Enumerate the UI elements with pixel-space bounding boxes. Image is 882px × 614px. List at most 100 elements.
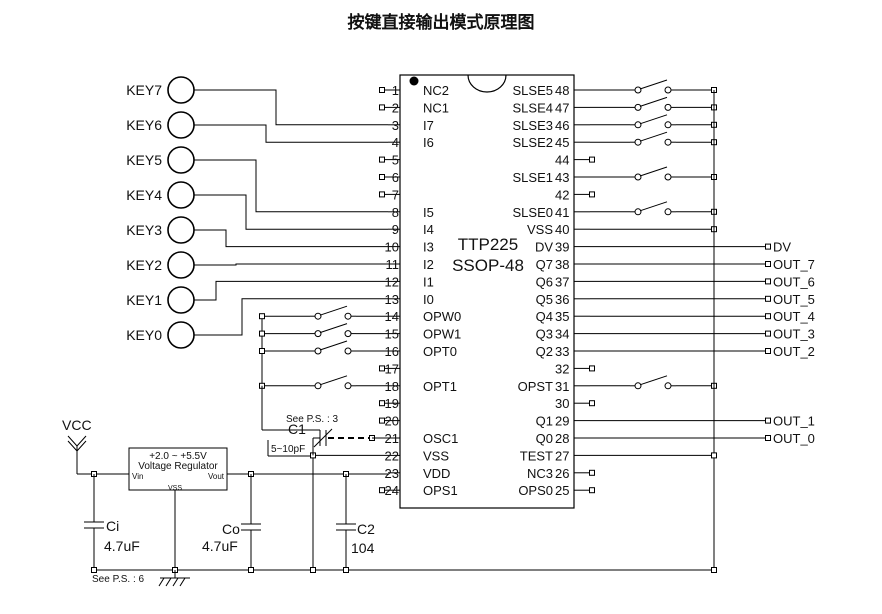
pin-number-right: 43 — [555, 170, 569, 185]
pin-name-right: Q0 — [536, 431, 553, 446]
switch-lever — [319, 305, 348, 316]
trim-arrow — [313, 428, 333, 448]
pin-number-right: 27 — [555, 448, 569, 463]
switch-lever — [639, 79, 668, 90]
output-label-3: OUT_5 — [773, 292, 815, 307]
output-label-7: OUT_1 — [773, 414, 815, 429]
nc-node — [379, 156, 385, 163]
pin-number-left: 13 — [385, 292, 399, 307]
key-label-6: KEY1 — [126, 292, 162, 308]
output-node — [765, 278, 771, 285]
output-label-5: OUT_3 — [773, 327, 815, 342]
switch-contact — [314, 382, 322, 390]
pin-name-right: Q3 — [536, 327, 553, 342]
pin-name-left: I5 — [423, 205, 434, 220]
pin-name-left: I6 — [423, 135, 434, 150]
gnd-hatch — [158, 577, 165, 587]
c1-note: See P.S. : 3 — [286, 414, 339, 425]
pin-number-left: 11 — [386, 257, 400, 272]
vcc-arrow-icon — [67, 435, 87, 474]
switch-contact — [634, 121, 642, 129]
switch-contact — [314, 330, 322, 338]
switch-contact — [634, 173, 642, 181]
pin-name-right: Q1 — [536, 414, 553, 429]
nc-node — [379, 400, 385, 407]
pin-name-left: OPW0 — [423, 309, 461, 324]
switch-contact — [314, 312, 322, 320]
switch-contact — [314, 347, 322, 355]
ground-icon — [158, 570, 190, 587]
output-label-1: OUT_7 — [773, 257, 815, 272]
wiring — [77, 79, 771, 587]
key-wire — [194, 194, 388, 230]
pin-number-right: 37 — [555, 274, 569, 289]
output-label-8: OUT_0 — [773, 431, 815, 446]
key-wire — [194, 89, 388, 126]
pin-name-left: OPT0 — [423, 344, 457, 359]
pin-number-left: 15 — [385, 327, 399, 342]
pin-name-right: VSS — [527, 222, 553, 237]
junction-node — [711, 452, 717, 459]
pin-number-right: 26 — [555, 466, 569, 481]
pin-number-left: 8 — [392, 205, 399, 220]
pin-number-right: 33 — [555, 344, 569, 359]
switch-lever — [639, 96, 668, 107]
touch-pad-icon — [167, 76, 195, 104]
switch-lever — [639, 114, 668, 125]
pin-number-right: 30 — [555, 396, 569, 411]
c2-capacitor-icon — [336, 523, 356, 531]
switch-contact — [664, 382, 672, 390]
junction-node — [248, 567, 254, 573]
touch-pad-icon — [167, 111, 195, 139]
output-node — [765, 243, 771, 250]
pin-name-right: NC3 — [527, 466, 553, 481]
pin-name-right: SLSE2 — [513, 135, 553, 150]
key-label-5: KEY2 — [126, 257, 162, 273]
regulator-vin: Vin — [132, 472, 143, 481]
pin-name-left: VSS — [423, 448, 449, 463]
select-switch-icon — [630, 114, 676, 129]
pin-name-left: I0 — [423, 292, 434, 307]
pin-number-right: 42 — [555, 187, 569, 202]
pin-number-right: 39 — [555, 240, 569, 255]
touch-pad-icon — [167, 181, 195, 209]
option-switch-icon — [310, 340, 356, 355]
c1-variable-capacitor-icon — [313, 428, 333, 448]
switch-contact — [634, 86, 642, 94]
nc-node — [379, 487, 385, 494]
pin-number-right: 41 — [555, 205, 569, 220]
co-value: 4.7uF — [202, 538, 238, 554]
output-labels: DVOUT_7OUT_6OUT_5OUT_4OUT_3OUT_2OUT_1OUT… — [773, 240, 815, 446]
chip-package: SSOP-48 — [452, 256, 524, 275]
output-node — [765, 330, 771, 337]
switch-contact — [664, 173, 672, 181]
pin-number-left: 20 — [385, 414, 399, 429]
touch-pad-icon — [167, 321, 195, 349]
output-node — [765, 295, 771, 302]
output-node — [765, 417, 771, 424]
pin-number-right: 29 — [555, 414, 569, 429]
output-node — [765, 435, 771, 441]
switch-contact — [664, 208, 672, 216]
pin-name-right: Q2 — [536, 344, 553, 359]
co-name: Co — [222, 521, 240, 537]
pin-name-right: OPST — [518, 379, 553, 394]
touch-pad-icon — [167, 216, 195, 244]
pin-number-left: 17 — [385, 361, 399, 376]
pin-name-left: I3 — [423, 240, 434, 255]
pin-name-right: SLSE0 — [513, 205, 553, 220]
key-wire — [194, 263, 388, 266]
junction-node — [310, 567, 316, 573]
regulator-vss: VSS — [168, 485, 182, 492]
pin-number-right: 44 — [555, 153, 569, 168]
pin-name-left: OPS1 — [423, 483, 458, 498]
nc-node — [589, 469, 595, 476]
nc-node — [379, 191, 385, 198]
switch-lever — [319, 375, 348, 386]
pin-number-left: 1 — [392, 83, 399, 98]
switch-contact — [664, 103, 672, 111]
key-wire — [194, 159, 388, 213]
option-switch-icon — [310, 305, 356, 320]
